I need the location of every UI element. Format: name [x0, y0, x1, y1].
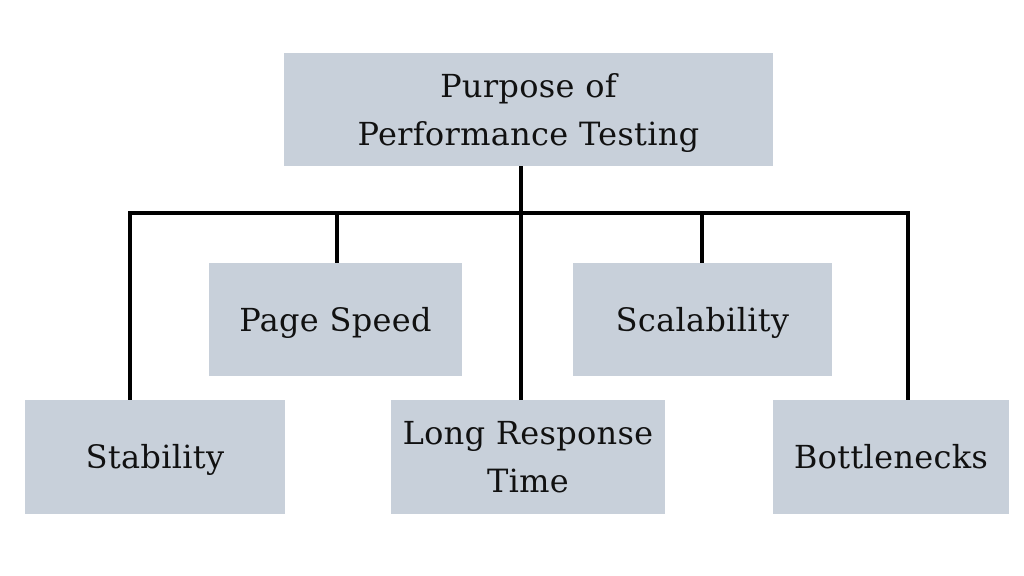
- root-node: Purpose of Performance Testing: [284, 53, 773, 166]
- node-page-speed-label: Page Speed: [239, 300, 432, 339]
- node-stability-label: Stability: [85, 438, 225, 476]
- node-stability: Stability: [25, 400, 285, 514]
- root-node-label: Purpose of Performance Testing: [357, 66, 700, 153]
- node-long-response-time: Long Response Time: [391, 400, 665, 514]
- node-scalability: Scalability: [573, 263, 832, 376]
- node-scalability-label: Scalability: [615, 300, 790, 339]
- node-bottlenecks: Bottlenecks: [773, 400, 1009, 514]
- node-long-response-time-label: Long Response Time: [402, 414, 654, 500]
- node-page-speed: Page Speed: [209, 263, 462, 376]
- node-bottlenecks-label: Bottlenecks: [793, 438, 989, 476]
